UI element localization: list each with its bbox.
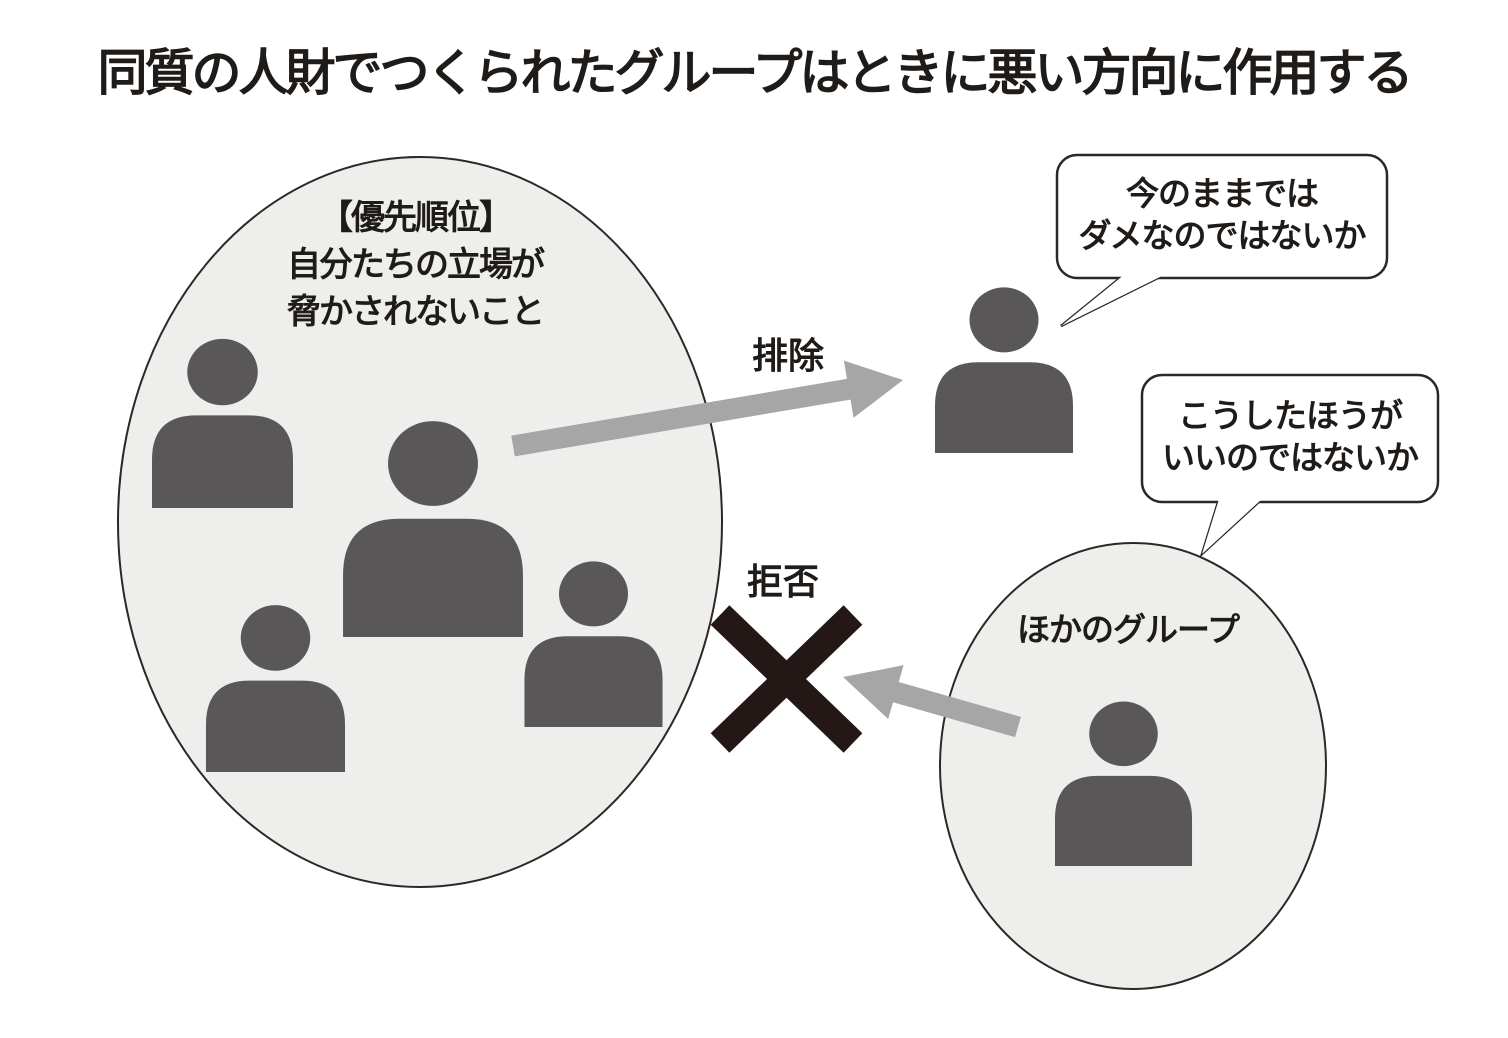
diagram-title: 同質の人財でつくられたグループはときに悪い方向に作用する — [97, 45, 1414, 101]
exclude-arrow — [511, 360, 903, 457]
speech-bubble-tail-fill — [1202, 499, 1262, 554]
speech-bubble-excluded — [1055, 153, 1389, 328]
bubble-line: 今のままでは — [1126, 174, 1319, 212]
priority-line-2: 自分たちの立場が — [287, 246, 545, 284]
main-group-priority-text: 【優先順位】 自分たちの立場が 脅かされないこと — [230, 195, 600, 336]
exclude-arrow-label: 排除 — [751, 335, 824, 376]
speech-bubble-body — [1055, 153, 1389, 280]
reject-x-label: 拒否 — [746, 561, 819, 602]
bubble-line: いいのではないか — [1162, 438, 1419, 476]
speech-bubble-other-group-text: こうしたほうが いいのではないか — [1142, 373, 1438, 500]
priority-line-3: 脅かされないこと — [287, 293, 545, 331]
speech-bubble-tail-fill — [1061, 274, 1166, 326]
speech-bubble-other-group — [1140, 373, 1440, 559]
speech-bubble-excluded-text: 今のままでは ダメなのではないか — [1057, 153, 1387, 276]
other-group-ellipse — [939, 542, 1327, 990]
bubble-line: こうしたほうが — [1178, 396, 1403, 434]
other-group-label: ほかのグループ — [1016, 611, 1240, 648]
speech-bubble-body — [1140, 373, 1440, 504]
bubble-line: ダメなのではないか — [1078, 216, 1366, 254]
priority-line-1: 【優先順位】 — [319, 199, 513, 237]
reject-arrow — [843, 665, 1021, 738]
person-icon-excluded — [934, 287, 1074, 453]
x-mark-icon — [710, 605, 863, 753]
